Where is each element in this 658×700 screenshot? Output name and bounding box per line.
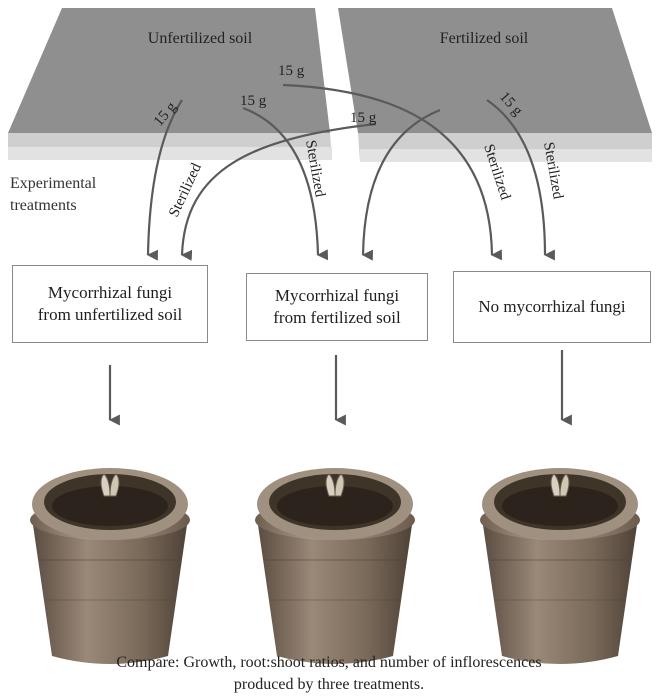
treatment-box-no-fungi: No mycorrhizal fungi [453, 271, 651, 343]
amount-label-unfert-3: 15 g [278, 63, 305, 79]
fertilized-soil-label: Fertilized soil [440, 30, 529, 47]
treatment-2-line-1: Mycorrhizal fungi [247, 285, 427, 307]
sterilized-label-1: Sterilized [166, 160, 205, 219]
pot-treatment-3 [480, 468, 640, 664]
caption-line-1: Compare: Growth, root:shoot ratios, and … [0, 652, 658, 674]
treatment-1-line-1: Mycorrhizal fungi [13, 282, 207, 304]
figure-caption: Compare: Growth, root:shoot ratios, and … [0, 652, 658, 696]
treatment-box-fertilized-fungi: Mycorrhizal fungi from fertilized soil [246, 273, 428, 341]
amount-label-fert-1: 15 g [350, 110, 377, 126]
experimental-label-line-2: treatments [10, 195, 96, 217]
unfertilized-soil-label: Unfertilized soil [148, 30, 253, 47]
treatment-box-unfertilized-fungi: Mycorrhizal fungi from unfertilized soil [12, 265, 208, 343]
pot-treatment-2 [255, 468, 415, 664]
treatment-3-line-1: No mycorrhizal fungi [454, 296, 650, 318]
caption-line-2: produced by three treatments. [0, 674, 658, 696]
treatment-2-line-2: from fertilized soil [247, 307, 427, 329]
experimental-label-line-1: Experimental [10, 173, 96, 195]
amount-label-unfert-2: 15 g [240, 93, 267, 109]
treatment-1-line-2: from unfertilized soil [13, 304, 207, 326]
pot-treatment-1 [30, 468, 190, 664]
experimental-treatments-label: Experimental treatments [10, 173, 96, 217]
